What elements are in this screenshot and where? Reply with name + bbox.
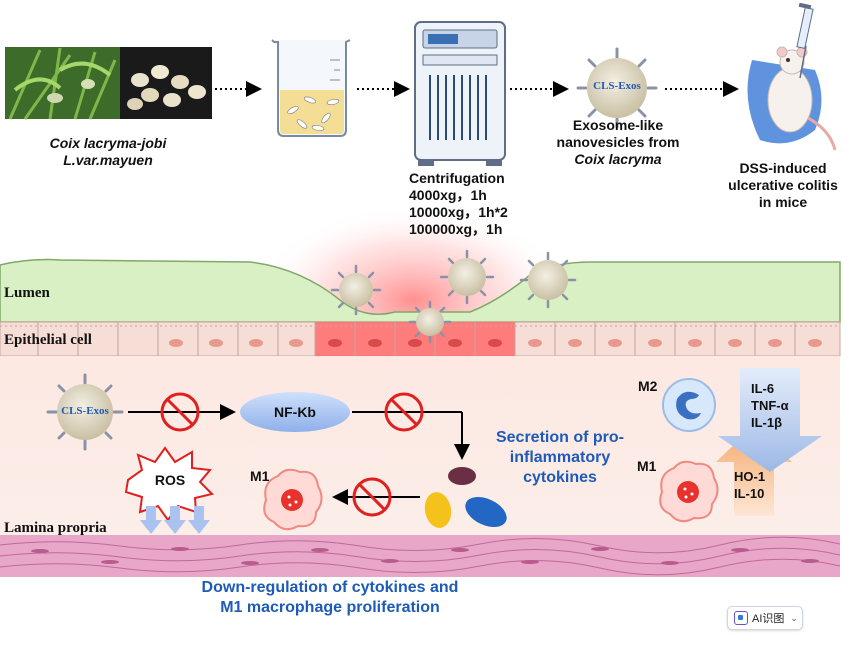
- up-cytokine-2: IL-10: [734, 486, 765, 501]
- secretion-text: Secretion of pro- inflammatory cytokines: [470, 428, 650, 488]
- centrifugation-step-3: 100000xg，1h: [409, 221, 503, 237]
- down-cytokine-2: TNF-α: [751, 398, 789, 413]
- down-cytokines-list: IL-6 TNF-α IL-1β: [751, 380, 789, 431]
- m2-macrophage-icon: [662, 378, 716, 432]
- centrifugation-step-2: 10000xg，1h*2: [409, 204, 508, 220]
- secretion-line3: cytokines: [523, 469, 597, 486]
- m1-left-label: M1: [250, 468, 270, 484]
- ros-burst-icon: [124, 446, 214, 522]
- nfkb-node: [240, 392, 350, 432]
- ros-label: ROS: [154, 472, 186, 488]
- centrifugation-steps: Centrifugation 4000xg，1h 10000xg，1h*2 10…: [409, 170, 549, 238]
- inhibition-icons: [160, 392, 424, 517]
- secretion-line1: Secretion of pro-: [495, 429, 624, 446]
- conclusion-line2: M1 macrophage proliferation: [220, 599, 440, 616]
- plant-name-line2: L.var.mayuen: [63, 152, 153, 168]
- lumen-label: Lumen: [4, 285, 50, 301]
- m1-macrophage-left-icon: [263, 468, 323, 531]
- conclusion-line1: Down-regulation of cytokines and: [201, 579, 459, 596]
- centrifuge-icon: [414, 21, 506, 166]
- exosome-top-icon: [576, 47, 658, 129]
- chevron-down-icon: ⌄: [790, 612, 798, 623]
- up-cytokines-list: HO-1 IL-10: [734, 468, 765, 502]
- down-cytokine-1: IL-6: [751, 381, 775, 396]
- exosome-desc-line1: Exosome-like: [572, 117, 664, 133]
- nfkb-label: NF-Kb: [274, 404, 316, 420]
- mouse-desc-line2: ulcerative colitis: [728, 177, 838, 193]
- coix-plant-photo: [5, 47, 120, 120]
- ai-scan-icon: [734, 611, 748, 625]
- exosome-description: Exosome-like nanovesicles from Coix lacr…: [548, 117, 688, 168]
- mouse-desc-line1: DSS-induced: [739, 160, 827, 176]
- ai-recognize-button[interactable]: AI识图 ⌄: [727, 606, 803, 630]
- coix-seeds-photo: [120, 47, 212, 119]
- beaker-icon: [271, 39, 351, 137]
- centrifugation-title: Centrifugation: [409, 170, 505, 186]
- downregulation-arrow: [718, 368, 822, 472]
- mouse-desc-line3: in mice: [758, 194, 808, 210]
- m1-macrophage-right-icon: [659, 460, 719, 523]
- lamina-label: Lamina propria: [4, 520, 107, 536]
- ros-down-arrows: [140, 506, 210, 534]
- lamina-layer: [0, 356, 840, 546]
- centrifugation-step-1: 4000xg，1h: [409, 187, 487, 203]
- mechanism-exosome-label: CLS-Exos: [61, 405, 109, 417]
- exosome-desc-line3: Coix lacryma: [574, 151, 662, 167]
- mouse-injection-icon: [747, 2, 837, 151]
- epithelial-label: Epithelial cell: [4, 332, 92, 348]
- plant-name: Coix lacryma-jobi L.var.mayuen: [8, 135, 208, 169]
- down-cytokine-3: IL-1β: [751, 415, 783, 430]
- mechanism-exosome-icon: [46, 373, 124, 451]
- plant-name-line1: Coix lacryma-jobi: [49, 135, 167, 151]
- muscle-layer: [0, 535, 841, 577]
- up-cytokine-1: HO-1: [734, 469, 766, 484]
- m2-label: M2: [638, 378, 658, 394]
- exosome-desc-line2: nanovesicles from: [556, 134, 680, 150]
- exosome-top-label: CLS-Exos: [593, 80, 641, 92]
- mouse-description: DSS-induced ulcerative colitis in mice: [718, 160, 848, 211]
- cytokine-blobs: [424, 467, 507, 528]
- m1-right-label: M1: [637, 458, 657, 474]
- tissue-exosomes: [330, 249, 577, 344]
- secretion-line2: inflammatory: [509, 449, 611, 466]
- conclusion-text: Down-regulation of cytokines and M1 macr…: [130, 578, 530, 618]
- ai-recognize-label: AI识图: [752, 613, 785, 625]
